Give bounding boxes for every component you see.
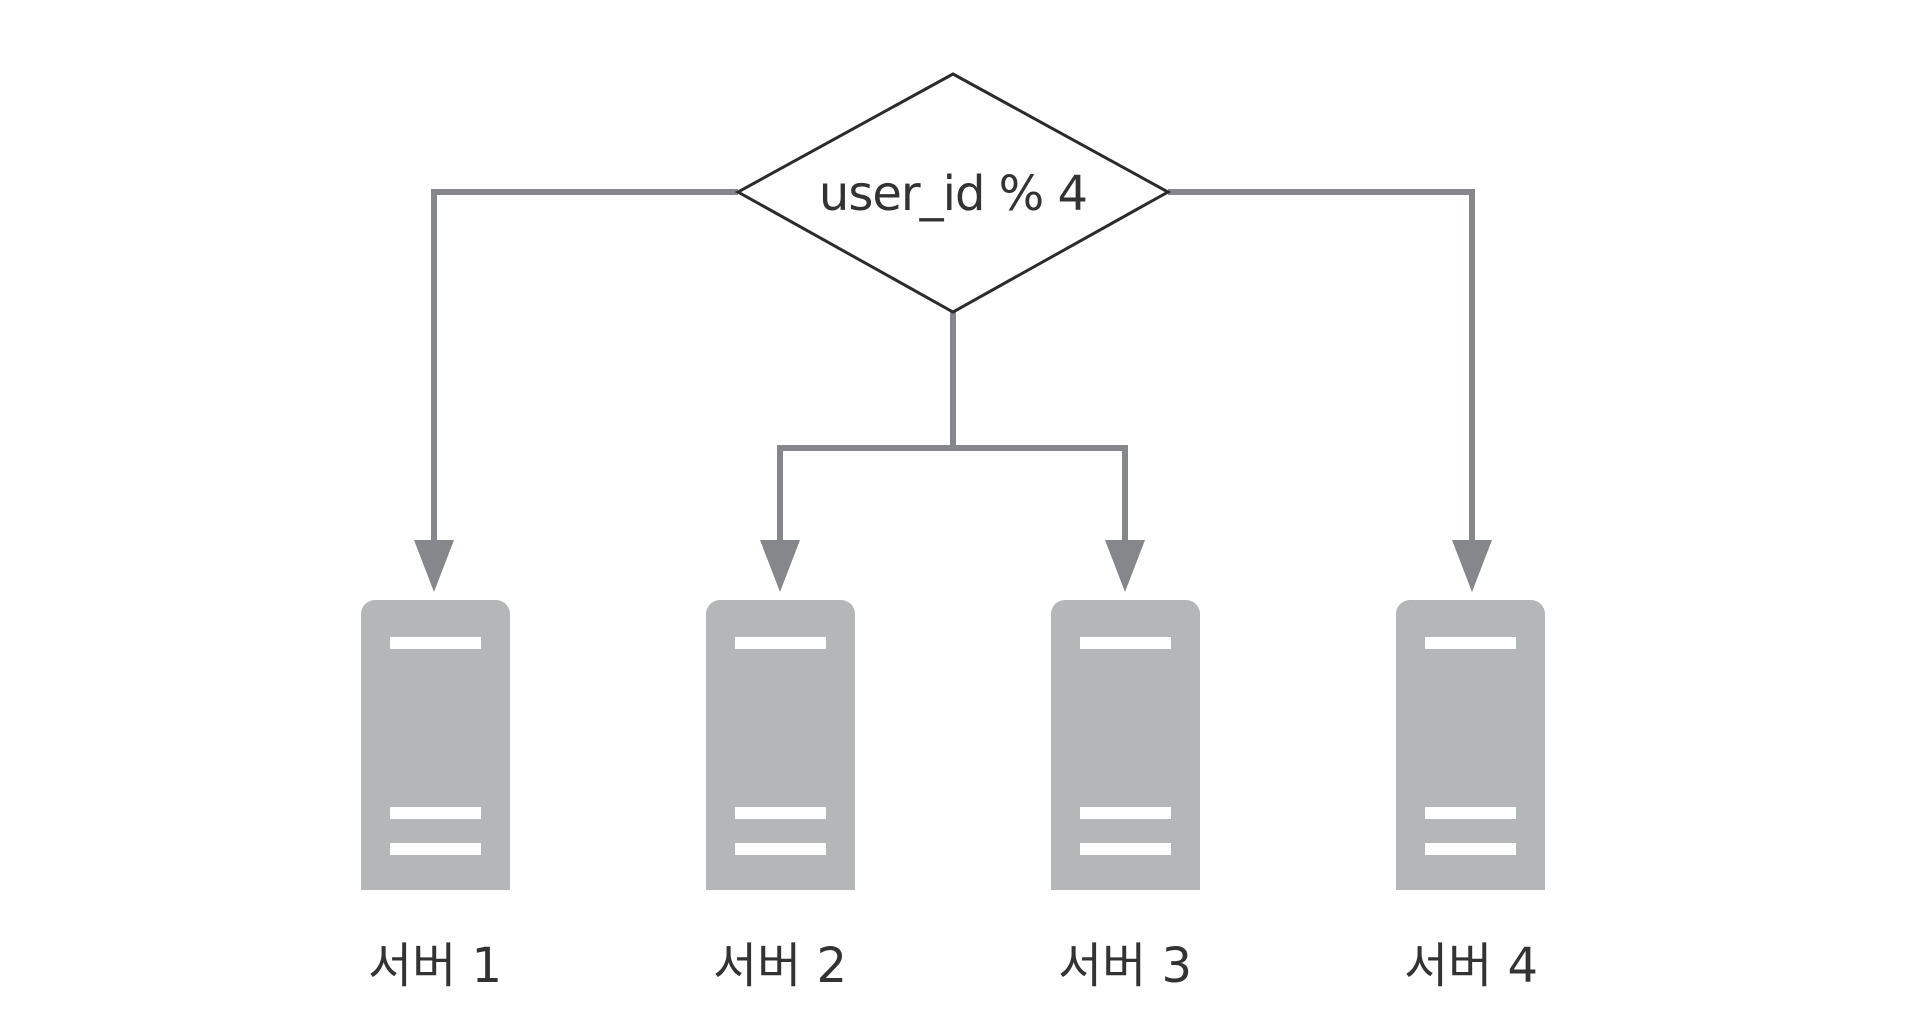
connector-server-2 <box>777 445 953 550</box>
server-1: 서버 1 <box>361 600 510 994</box>
arrow-head-server-3 <box>1105 540 1145 592</box>
decision-node: user_id % 4 <box>734 72 1172 314</box>
server-icon <box>1396 600 1545 890</box>
server-icon <box>706 600 855 890</box>
connectors <box>414 189 1492 592</box>
server-icon <box>1051 600 1200 890</box>
server-label: 서버 4 <box>1404 938 1538 994</box>
decision-diamond <box>734 72 1172 314</box>
server-label: 서버 1 <box>368 938 502 994</box>
arrow-head-server-1 <box>414 540 454 592</box>
decision-label: user_id % 4 <box>819 166 1087 222</box>
connector-server-4 <box>1168 189 1475 550</box>
connector-server-3 <box>953 445 1128 550</box>
server-icon <box>361 600 510 890</box>
server-3: 서버 3 <box>1051 600 1200 994</box>
connector-server-1 <box>431 189 738 550</box>
server-4: 서버 4 <box>1396 600 1545 994</box>
server-label: 서버 3 <box>1058 938 1192 994</box>
arrow-head-server-4 <box>1452 540 1492 592</box>
server-2: 서버 2 <box>706 600 855 994</box>
server-label: 서버 2 <box>713 938 847 994</box>
arrow-head-server-2 <box>760 540 800 592</box>
